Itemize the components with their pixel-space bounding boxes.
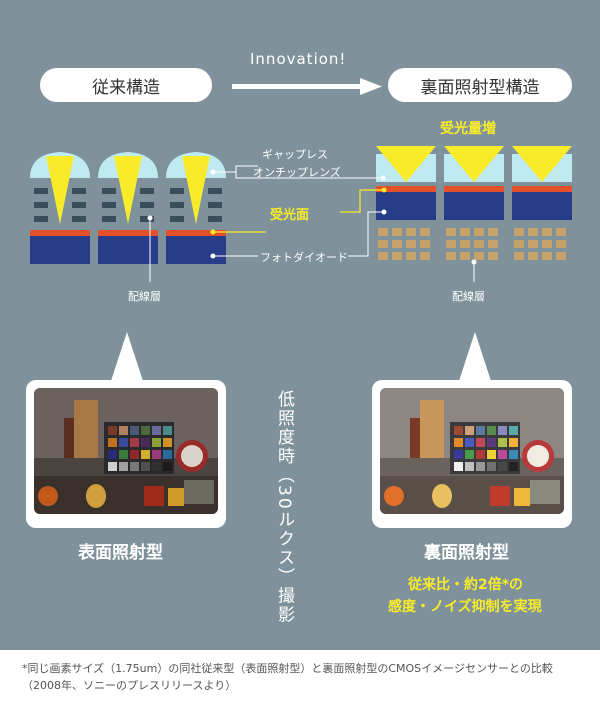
low-light-condition-label: 低照度時（30ルクス）撮影	[274, 390, 294, 625]
fsi-sample-photo	[26, 380, 226, 528]
photodiode-label: フォトダイオード	[260, 251, 348, 264]
bsi-pixel-3	[512, 146, 572, 260]
fsi-caption: 表面照射型	[78, 543, 163, 563]
bsi-photo-image	[380, 388, 564, 514]
right-callout-pointer	[458, 332, 492, 384]
fsi-photo-image	[34, 388, 218, 514]
conventional-structure-label: 従来構造	[92, 77, 160, 98]
bsi-structure-pill: 裏面照射型構造	[388, 68, 572, 102]
leader-lines	[147, 165, 477, 282]
bsi-pixel-1	[376, 146, 436, 260]
fsi-structure-diagram	[30, 152, 226, 264]
conventional-structure-pill: 従来構造	[40, 68, 212, 102]
innovation-label: Innovation!	[250, 50, 347, 68]
bsi-pixel-2	[444, 146, 504, 260]
infographic-panel: 従来構造 裏面照射型構造 Innovation! 受光量増	[0, 0, 600, 650]
onchip-lens-label: オンチップレンズ	[253, 166, 341, 179]
wiring-layer-left-label: 配線層	[128, 290, 161, 303]
still-life-scene-bright	[380, 388, 564, 514]
light-receiving-surface-label: 受光面	[270, 208, 310, 223]
bsi-caption: 裏面照射型	[424, 543, 509, 563]
bsi-structure-diagram	[376, 146, 572, 260]
fsi-pixel-3	[166, 152, 226, 264]
innovation-arrow-icon	[232, 78, 382, 95]
light-increase-label: 受光量増	[440, 121, 496, 137]
wiring-layer-right-label: 配線層	[452, 290, 485, 303]
result-line-2: 感度・ノイズ抑制を実現	[388, 599, 542, 615]
left-callout-pointer	[110, 332, 144, 384]
bsi-sample-photo	[372, 380, 572, 528]
bsi-structure-label: 裏面照射型構造	[420, 77, 540, 98]
still-life-scene-dark	[34, 388, 218, 514]
fsi-pixel-2	[98, 152, 158, 264]
footnote: *同じ画素サイズ（1.75um）の同社従来型（表面照射型）と裏面照射型のCMOS…	[22, 662, 553, 692]
fsi-pixel-1	[30, 152, 90, 264]
gapless-label: ギャップレス	[262, 148, 328, 161]
result-line-1: 従来比・約2倍*の	[408, 577, 524, 593]
